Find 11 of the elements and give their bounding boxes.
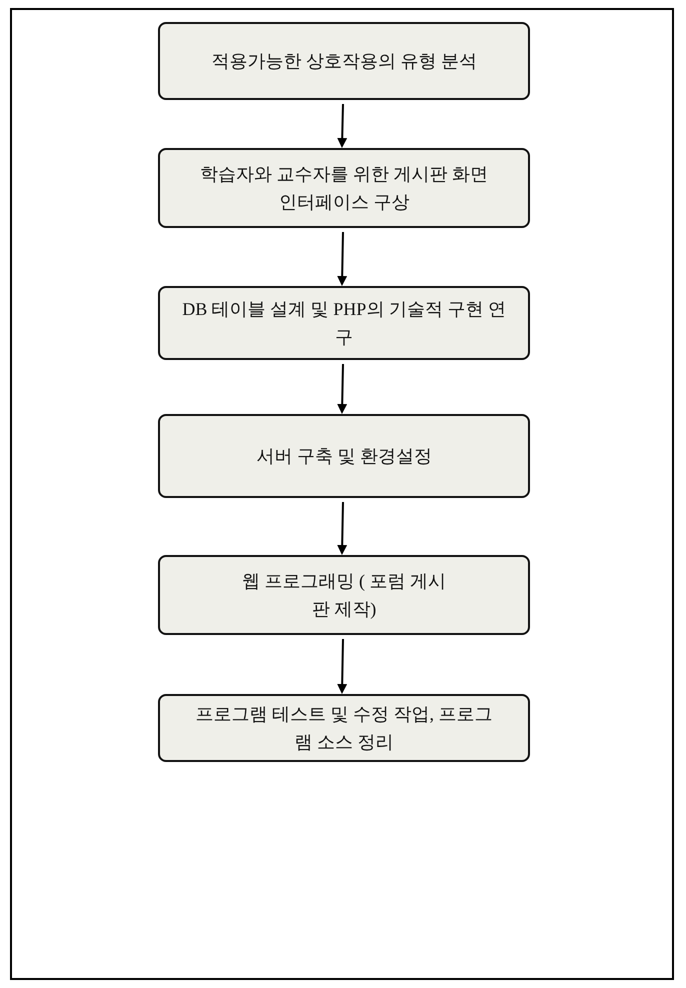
arrow (337, 638, 348, 694)
arrow (337, 232, 348, 286)
arrow (337, 502, 348, 555)
process-box: 서버 구축 및 환경설정 (158, 414, 530, 498)
process-box: 학습자와 교수자를 위한 게시판 화면 인터페이스 구상 (158, 148, 530, 228)
process-box: 프로그램 테스트 및 수정 작업, 프로그램 소스 정리 (158, 694, 530, 762)
arrow (337, 104, 348, 148)
arrow (337, 364, 348, 414)
process-box: DB 테이블 설계 및 PHP의 기술적 구현 연구 (158, 286, 530, 360)
process-box: 웹 프로그래밍 ( 포럼 게시판 제작) (158, 555, 530, 635)
process-box: 적용가능한 상호작용의 유형 분석 (158, 22, 530, 100)
